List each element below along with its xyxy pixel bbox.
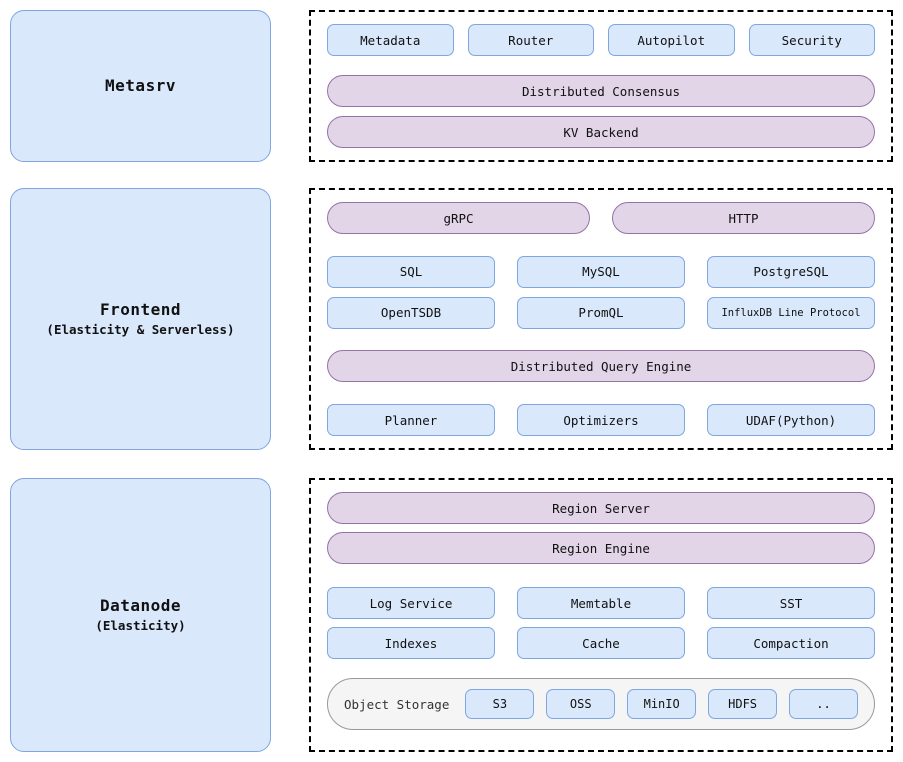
component-log-service[interactable]: Log Service [327, 587, 495, 619]
component-autopilot[interactable]: Autopilot [608, 24, 735, 56]
panel-datanode: Region Server Region Engine Log Service … [309, 478, 893, 752]
datanode-components-row-2: Indexes Cache Compaction [327, 627, 875, 659]
component-memtable[interactable]: Memtable [517, 587, 685, 619]
bar-http[interactable]: HTTP [612, 202, 875, 234]
component-mysql[interactable]: MySQL [517, 255, 685, 288]
component-router[interactable]: Router [467, 24, 594, 56]
role-title-frontend: Frontend [99, 299, 182, 319]
role-card-metasrv: Metasrv [10, 10, 271, 162]
bar-region-server[interactable]: Region Server [327, 492, 875, 524]
storage-backend-s3[interactable]: S3 [465, 689, 535, 719]
role-title-metasrv: Metasrv [105, 76, 176, 96]
role-card-frontend: Frontend (Elasticity & Serverless) [10, 188, 271, 450]
bar-grpc[interactable]: gRPC [327, 202, 590, 234]
component-security[interactable]: Security [748, 24, 875, 56]
frontend-langs-row-1: SQL MySQL PostgreSQL [327, 255, 875, 288]
role-subtitle-frontend: (Elasticity & Serverless) [46, 322, 235, 338]
storage-backend-more[interactable]: .. [789, 689, 858, 719]
bar-distributed-query-engine[interactable]: Distributed Query Engine [327, 350, 875, 383]
spacer [327, 65, 875, 66]
spacer [327, 243, 875, 247]
component-opentsdb[interactable]: OpenTSDB [327, 296, 495, 329]
frontend-langs-row-2: OpenTSDB PromQL InfluxDB Line Protocol [327, 296, 875, 329]
spacer [327, 338, 875, 342]
panel-frontend: gRPC HTTP SQL MySQL PostgreSQL OpenTSDB … [309, 188, 893, 450]
component-indexes[interactable]: Indexes [327, 627, 495, 659]
metasrv-kv-row: KV Backend [327, 116, 875, 148]
role-subtitle-datanode: (Elasticity) [95, 618, 186, 634]
frontend-engine-row: Distributed Query Engine [327, 350, 875, 383]
frontend-engine-parts-row: Planner Optimizers UDAF(Python) [327, 404, 875, 437]
component-sql[interactable]: SQL [327, 255, 495, 288]
bar-kv-backend[interactable]: KV Backend [327, 116, 875, 148]
component-sst[interactable]: SST [707, 587, 875, 619]
object-storage-container: Object Storage S3 OSS MinIO HDFS .. [327, 678, 875, 730]
component-planner[interactable]: Planner [327, 404, 495, 437]
spacer [327, 572, 875, 579]
component-udaf-python[interactable]: UDAF(Python) [707, 404, 875, 437]
component-influxdb-line-protocol[interactable]: InfluxDB Line Protocol [707, 296, 875, 329]
storage-backend-hdfs[interactable]: HDFS [708, 689, 778, 719]
panel-metasrv: Metadata Router Autopilot Security Distr… [309, 10, 893, 162]
datanode-region-server-row: Region Server [327, 492, 875, 524]
component-postgresql[interactable]: PostgreSQL [707, 255, 875, 288]
component-metadata[interactable]: Metadata [327, 24, 454, 56]
metasrv-consensus-row: Distributed Consensus [327, 75, 875, 107]
component-compaction[interactable]: Compaction [707, 627, 875, 659]
role-title-datanode: Datanode [99, 595, 182, 615]
component-promql[interactable]: PromQL [517, 296, 685, 329]
component-optimizers[interactable]: Optimizers [517, 404, 685, 437]
datanode-region-engine-row: Region Engine [327, 532, 875, 564]
spacer [327, 391, 875, 395]
storage-backend-oss[interactable]: OSS [546, 689, 616, 719]
role-card-datanode: Datanode (Elasticity) [10, 478, 271, 752]
bar-distributed-consensus[interactable]: Distributed Consensus [327, 75, 875, 107]
bar-region-engine[interactable]: Region Engine [327, 532, 875, 564]
object-storage-label: Object Storage [344, 696, 450, 712]
metasrv-components-row: Metadata Router Autopilot Security [327, 24, 875, 56]
frontend-protocol-row: gRPC HTTP [327, 202, 875, 234]
storage-backend-minio[interactable]: MinIO [627, 689, 697, 719]
component-cache[interactable]: Cache [517, 627, 685, 659]
spacer [327, 667, 875, 670]
datanode-components-row-1: Log Service Memtable SST [327, 587, 875, 619]
